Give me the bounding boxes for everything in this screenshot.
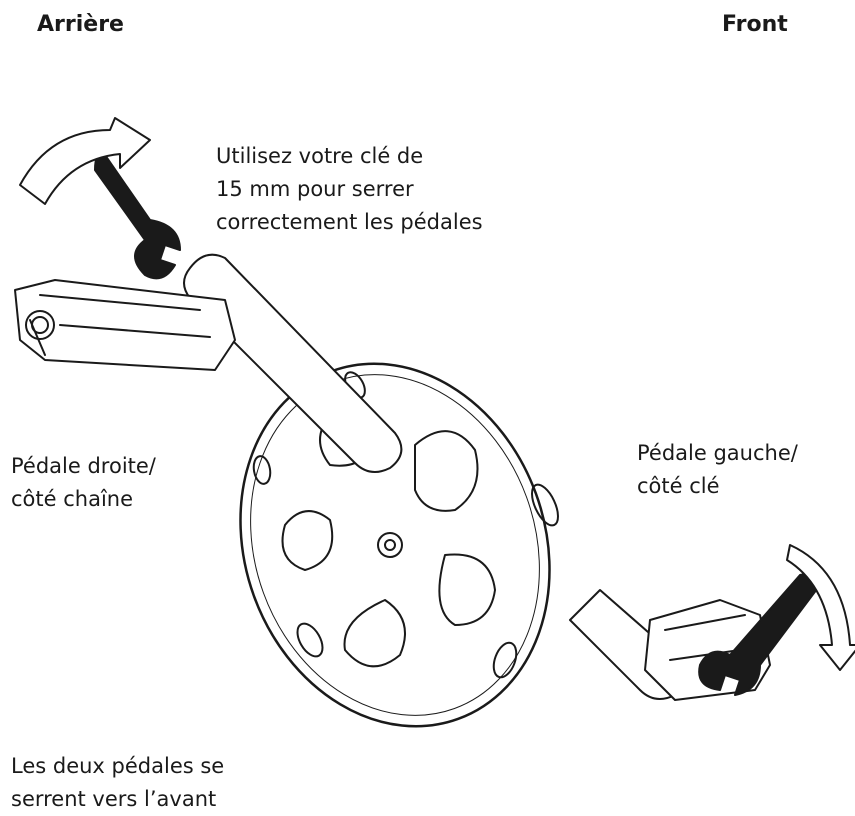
crankset-icon [191, 320, 599, 770]
wrench-icon [95, 154, 180, 278]
